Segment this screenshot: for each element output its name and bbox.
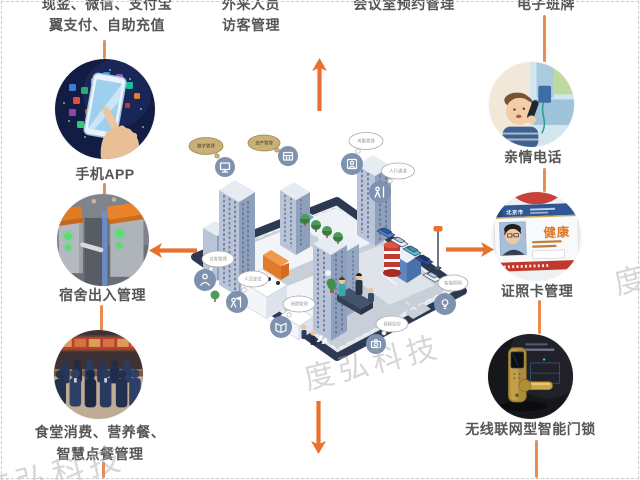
connector-line bbox=[535, 440, 538, 478]
label-dormitory: 宿舍出入管理 bbox=[59, 287, 146, 303]
bubble-text: 消费管理 bbox=[290, 301, 308, 308]
bubble-text: 智能照明 bbox=[444, 280, 462, 287]
label-visitor-line1: 外来人员 bbox=[222, 0, 280, 12]
screen-icon bbox=[215, 157, 235, 177]
connector-line bbox=[100, 305, 103, 331]
callouts: 数字管理 资产管理 考勤管理 bbox=[188, 132, 469, 354]
connector-line bbox=[543, 168, 546, 192]
hand bbox=[100, 106, 139, 159]
turnstile-corridor bbox=[80, 210, 109, 286]
id-badge-icon bbox=[341, 153, 363, 175]
arrow-up-icon bbox=[312, 58, 327, 111]
label-class-board: 电子班牌 bbox=[517, 0, 575, 12]
truck bbox=[263, 250, 289, 285]
book-icon bbox=[270, 316, 292, 338]
connector-line bbox=[543, 15, 546, 62]
label-payment-line1: 现金、微信、支付宝 bbox=[41, 0, 173, 12]
label-id-card: 证照卡管理 bbox=[500, 283, 574, 299]
gate-person-icon bbox=[369, 181, 391, 203]
label-payment: 现金、微信、支付宝 翼支付、自助充值 bbox=[27, 0, 187, 36]
turnstile-left bbox=[57, 205, 83, 274]
camera-icon bbox=[366, 334, 386, 354]
bubble-text: 访客管理 bbox=[209, 256, 227, 263]
street-lamp bbox=[433, 226, 443, 270]
callout-bubble: 智能照明 bbox=[437, 274, 469, 299]
label-mobile-app: 手机APP bbox=[75, 166, 135, 182]
id-card: 北京市 健康 bbox=[493, 202, 580, 273]
flag-person-icon bbox=[226, 291, 248, 313]
label-canteen-line1: 食堂消费、营养餐、 bbox=[34, 424, 166, 440]
connector-line bbox=[103, 183, 106, 195]
reception-scene bbox=[301, 273, 374, 345]
phone-cord bbox=[541, 102, 546, 134]
bubble-text: 视频监控 bbox=[383, 321, 401, 328]
arrow-right-icon bbox=[446, 242, 494, 257]
calendar-icon bbox=[278, 146, 298, 166]
students-queue bbox=[54, 359, 141, 408]
red-kiosk bbox=[383, 241, 401, 277]
bubble-text: 人行通道 bbox=[389, 168, 407, 175]
label-meeting: 会议室预约管理 bbox=[353, 0, 455, 12]
label-visitor-line2: 访客管理 bbox=[222, 17, 280, 33]
canteen-photo bbox=[54, 330, 143, 419]
card-region-text: 北京市 bbox=[506, 208, 524, 217]
mobile-app-photo bbox=[55, 59, 155, 159]
connector-line bbox=[102, 462, 105, 478]
arrow-left-icon bbox=[149, 243, 197, 258]
dormitory-turnstile-photo bbox=[57, 194, 149, 286]
label-visitor: 外来人员 访客管理 bbox=[222, 0, 284, 36]
bubble-text: 数字管理 bbox=[197, 143, 215, 150]
label-canteen: 食堂消费、营养餐、 智慧点餐管理 bbox=[15, 421, 185, 465]
id-card-photo: 北京市 健康 bbox=[492, 192, 581, 281]
person-icon bbox=[194, 269, 216, 291]
child bbox=[502, 92, 539, 147]
card-stamp-text: 健康 bbox=[543, 224, 570, 240]
bubble-text: 资产管理 bbox=[255, 140, 273, 147]
label-family-phone: 亲情电话 bbox=[504, 149, 562, 165]
crosswalk bbox=[196, 335, 329, 344]
bubble-text: 考勤管理 bbox=[357, 138, 375, 145]
smart-lock-photo bbox=[488, 334, 573, 419]
bubble-text: 人员定位 bbox=[244, 276, 262, 283]
connector-line bbox=[538, 300, 541, 334]
callout-bubble: 资产管理 bbox=[247, 134, 284, 155]
turnstile-right bbox=[106, 201, 146, 277]
watermark-text: 度弘科技 bbox=[610, 235, 640, 302]
label-smart-lock: 无线联网型智能门锁 bbox=[465, 421, 596, 437]
label-canteen-line2: 智慧点餐管理 bbox=[56, 446, 144, 462]
callout-bubble: 考勤管理 bbox=[348, 132, 384, 157]
bulb-icon bbox=[434, 293, 456, 315]
family-phone-photo bbox=[489, 62, 574, 147]
arrow-down-icon bbox=[311, 401, 326, 454]
callout-bubble: 数字管理 bbox=[188, 137, 224, 163]
connector-line bbox=[103, 40, 106, 59]
door-lock bbox=[507, 347, 553, 403]
label-payment-line2: 翼支付、自助充值 bbox=[49, 17, 165, 33]
isometric-campus-illustration: 数字管理 资产管理 考勤管理 bbox=[188, 132, 469, 361]
